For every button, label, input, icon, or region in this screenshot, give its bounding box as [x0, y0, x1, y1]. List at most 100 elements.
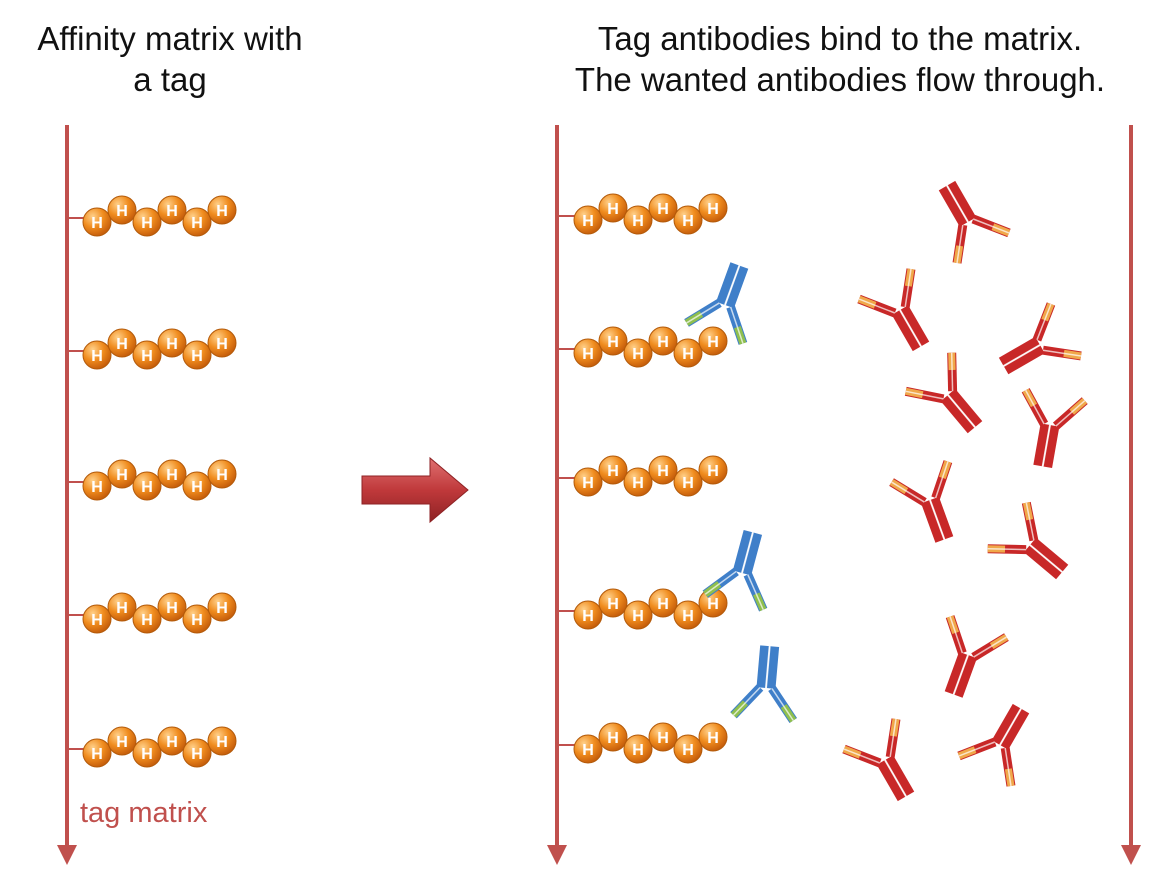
process-arrow — [361, 456, 469, 524]
histidine-bead: H — [132, 738, 162, 768]
svg-text:H: H — [632, 742, 644, 759]
histidine-bead: H — [182, 604, 212, 634]
histidine-bead: H — [673, 600, 703, 630]
histidine-bead: H — [82, 207, 112, 237]
svg-text:H: H — [216, 600, 228, 617]
histidine-bead: H — [648, 722, 678, 752]
free-antibody-7 — [987, 501, 1069, 580]
histidine-bead: H — [107, 328, 137, 358]
svg-text:H: H — [657, 463, 669, 480]
svg-text:H: H — [91, 612, 103, 629]
histidine-bead: H — [82, 738, 112, 768]
histidine-bead: H — [598, 193, 628, 223]
histidine-bead: H — [207, 195, 237, 225]
svg-text:H: H — [582, 608, 594, 625]
svg-text:H: H — [682, 213, 694, 230]
free-antibody-9 — [842, 718, 915, 802]
svg-text:H: H — [116, 600, 128, 617]
histidine-bead: H — [673, 734, 703, 764]
free-antibody-4 — [904, 352, 983, 434]
histidine-bead: H — [132, 340, 162, 370]
right-title-line-1: Tag antibodies bind to the matrix. — [597, 20, 1083, 57]
histidine-bead: H — [598, 455, 628, 485]
svg-text:H: H — [116, 467, 128, 484]
histidine-bead: H — [698, 455, 728, 485]
svg-text:H: H — [682, 742, 694, 759]
histidine-bead: H — [623, 734, 653, 764]
svg-text:H: H — [607, 463, 619, 480]
histidine-bead: H — [573, 467, 603, 497]
histidine-bead: H — [623, 338, 653, 368]
svg-text:H: H — [707, 334, 719, 351]
svg-text:H: H — [216, 336, 228, 353]
bound-tag-antibody-1 — [684, 262, 749, 345]
free-antibody-6 — [889, 460, 954, 543]
histidine-bead: H — [573, 734, 603, 764]
histidine-bead: H — [82, 340, 112, 370]
histidine-bead: H — [673, 467, 703, 497]
svg-text:H: H — [91, 348, 103, 365]
svg-text:H: H — [191, 348, 203, 365]
svg-text:H: H — [166, 600, 178, 617]
histidine-bead: H — [598, 722, 628, 752]
histidine-bead: H — [623, 467, 653, 497]
histidine-bead: H — [673, 205, 703, 235]
histidine-bead: H — [598, 326, 628, 356]
svg-text:H: H — [191, 746, 203, 763]
svg-text:H: H — [141, 215, 153, 232]
histidine-bead: H — [207, 328, 237, 358]
svg-text:H: H — [632, 608, 644, 625]
svg-text:H: H — [191, 479, 203, 496]
histidine-bead: H — [573, 338, 603, 368]
svg-text:H: H — [657, 730, 669, 747]
histidine-bead: H — [573, 205, 603, 235]
histidine-bead: H — [207, 592, 237, 622]
svg-text:H: H — [707, 201, 719, 218]
svg-text:H: H — [116, 203, 128, 220]
histidine-bead: H — [207, 726, 237, 756]
histidine-bead: H — [698, 193, 728, 223]
histidine-bead: H — [157, 459, 187, 489]
histidine-bead: H — [132, 207, 162, 237]
histidine-bead: H — [82, 604, 112, 634]
histidine-bead: H — [648, 588, 678, 618]
histidine-bead: H — [107, 592, 137, 622]
svg-text:H: H — [116, 336, 128, 353]
histidine-bead: H — [182, 738, 212, 768]
histidine-bead: H — [107, 726, 137, 756]
bound-tag-antibody-3 — [730, 645, 798, 723]
svg-text:H: H — [632, 346, 644, 363]
svg-text:H: H — [607, 730, 619, 747]
svg-text:H: H — [707, 463, 719, 480]
free-antibody-1 — [938, 180, 1011, 264]
left-title-line-2: a tag — [133, 61, 207, 98]
free-antibody-10 — [957, 703, 1030, 787]
free-antibody-8 — [944, 615, 1009, 698]
svg-text:H: H — [682, 346, 694, 363]
svg-text:H: H — [582, 213, 594, 230]
histidine-bead: H — [698, 326, 728, 356]
svg-text:H: H — [166, 467, 178, 484]
svg-text:H: H — [216, 203, 228, 220]
svg-text:H: H — [682, 475, 694, 492]
svg-text:H: H — [191, 215, 203, 232]
bound-tag-antibody-2 — [702, 529, 768, 612]
svg-text:H: H — [607, 596, 619, 613]
histidine-bead: H — [598, 588, 628, 618]
right-title-line-2: The wanted antibodies flow through. — [574, 61, 1106, 98]
histidine-bead: H — [182, 207, 212, 237]
svg-text:H: H — [682, 608, 694, 625]
tag-matrix-label: tag matrix — [80, 797, 208, 829]
svg-text:H: H — [582, 742, 594, 759]
svg-text:H: H — [632, 213, 644, 230]
histidine-bead: H — [182, 471, 212, 501]
right-panel-title: Tag antibodies bind to the matrix. The w… — [540, 18, 1140, 100]
svg-text:H: H — [191, 612, 203, 629]
histidine-bead: H — [698, 722, 728, 752]
